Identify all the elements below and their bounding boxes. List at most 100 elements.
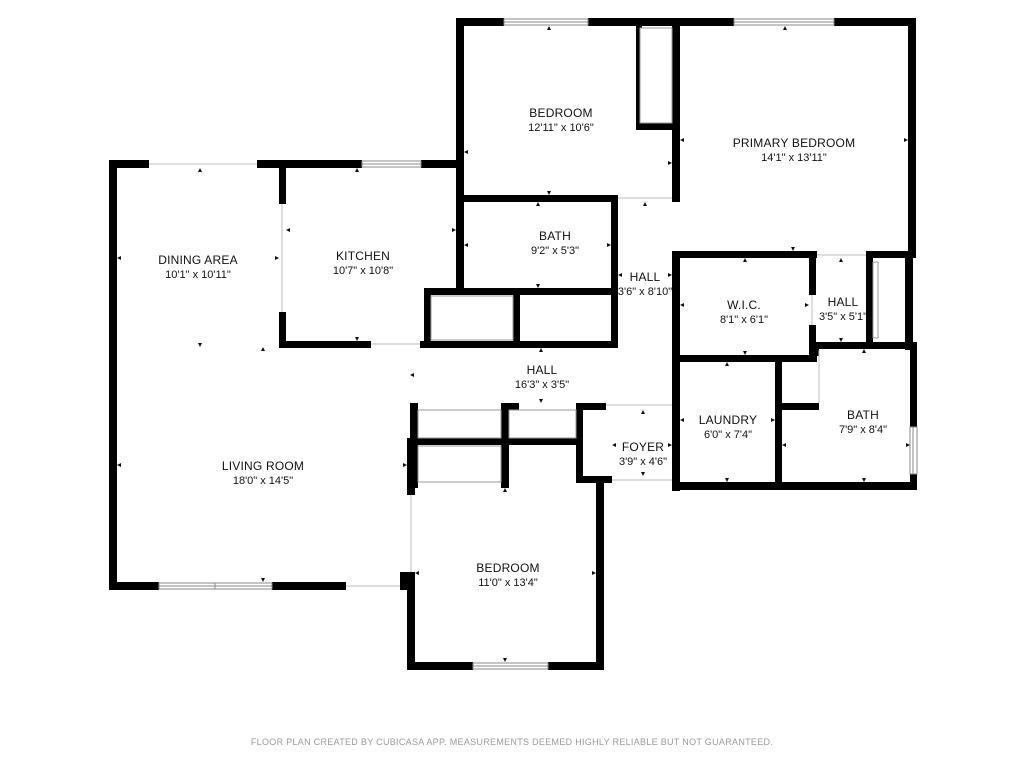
room-name: HALL xyxy=(527,363,558,377)
window-bedroom-bottom xyxy=(472,662,549,670)
marker xyxy=(618,273,622,277)
marker xyxy=(536,284,540,288)
marker xyxy=(904,138,908,142)
marker xyxy=(805,303,809,307)
wall-closet-mid xyxy=(513,288,520,348)
room-dimensions: 14'1" x 13'11" xyxy=(761,152,827,164)
wall-kitchen-left-lower xyxy=(279,312,286,348)
room-hall-small: HALL 3'5" x 5'1" xyxy=(819,295,867,323)
marker xyxy=(783,26,787,30)
marker xyxy=(743,351,747,355)
wall-smallhall-right xyxy=(866,251,873,349)
door-bedroom-top-closet xyxy=(639,27,673,124)
marker xyxy=(906,443,910,447)
marker xyxy=(355,168,359,172)
wall-wic-left xyxy=(672,251,680,491)
wall-bottom-living-2 xyxy=(272,582,346,590)
room-hall-vertical: HALL 3'6" x 8'10" xyxy=(618,270,672,298)
interior-walls xyxy=(279,18,917,495)
marker xyxy=(612,443,616,447)
wall-wic-bottom xyxy=(672,355,817,362)
marker xyxy=(403,463,407,467)
room-dimensions: 7'9" x 8'4" xyxy=(839,424,887,436)
wall-closet2-h1 xyxy=(410,438,580,445)
marker xyxy=(668,443,672,447)
room-dimensions: 16'3" x 3'5" xyxy=(515,379,569,391)
wall-bath-left-step xyxy=(775,403,819,410)
room-name: FOYER xyxy=(622,440,664,454)
marker xyxy=(782,443,786,447)
marker xyxy=(275,256,279,260)
room-kitchen: KITCHEN 10'7" x 10'8" xyxy=(333,249,393,277)
marker xyxy=(536,202,540,206)
wall-closet-right xyxy=(611,195,618,348)
windows xyxy=(158,18,918,670)
room-dimensions: 3'9" x 4'6" xyxy=(619,456,667,468)
wall-bedroom-closet-left xyxy=(636,26,642,130)
door-closet-hall xyxy=(417,445,502,483)
window-bath-right xyxy=(909,426,918,475)
window-primary-top xyxy=(733,18,835,26)
exterior-walls xyxy=(109,18,917,670)
wall-primary-bottom-2 xyxy=(866,251,916,258)
marker xyxy=(641,472,645,476)
door-smallhall-closet xyxy=(872,261,879,339)
room-dining-area: DINING AREA 10'1" x 10'11" xyxy=(158,253,237,281)
marker xyxy=(503,658,507,662)
wall-wic-right-upper xyxy=(809,251,816,295)
marker xyxy=(198,168,202,172)
room-name: BEDROOM xyxy=(529,106,592,120)
marker xyxy=(547,26,551,30)
door-closet-hall-3 xyxy=(508,409,577,439)
door-closet-kitchen xyxy=(430,295,514,341)
marker xyxy=(539,348,543,352)
dimension-markers xyxy=(117,26,910,662)
marker xyxy=(725,362,729,366)
marker xyxy=(410,373,414,377)
wall-bottom-living-1 xyxy=(109,582,159,590)
marker xyxy=(839,338,843,342)
marker xyxy=(641,410,645,414)
wall-right-mid xyxy=(905,254,913,350)
wall-bedroom-closet-bottom xyxy=(636,123,678,130)
marker xyxy=(117,463,121,467)
wall-right-upper xyxy=(908,18,916,258)
marker xyxy=(355,337,359,341)
marker xyxy=(862,349,866,353)
marker xyxy=(547,191,551,195)
room-primary-bedroom: PRIMARY BEDROOM 14'1" x 13'11" xyxy=(733,136,855,164)
room-name: LIVING ROOM xyxy=(222,459,304,473)
window-living-bottom xyxy=(158,582,273,590)
marker xyxy=(668,161,672,165)
wall-kitchen-left-upper xyxy=(279,160,286,204)
room-name: KITCHEN xyxy=(336,249,390,263)
openings xyxy=(149,27,879,587)
wall-primary-bottom-1 xyxy=(672,251,817,258)
footer-disclaimer: FLOOR PLAN CREATED BY CUBICASA APP. MEAS… xyxy=(251,737,773,747)
wall-foyer-top-left xyxy=(576,403,606,410)
room-name: HALL xyxy=(630,270,661,284)
wall-closet-top xyxy=(424,288,618,295)
marker xyxy=(415,571,419,575)
wall-top-north-1 xyxy=(456,18,504,26)
wall-smallhall-bottom xyxy=(809,342,917,349)
wall-bottom-bedroom-left xyxy=(407,572,415,670)
room-wic: W.I.C. 8'1" x 6'1" xyxy=(720,298,768,326)
room-dimensions: 8'1" x 6'1" xyxy=(720,314,768,326)
marker xyxy=(668,273,672,277)
marker xyxy=(592,571,596,575)
room-bedroom-top: BEDROOM 12'11" x 10'6" xyxy=(528,106,594,134)
marker xyxy=(539,399,543,403)
marker xyxy=(261,347,265,351)
wall-closet-left xyxy=(424,288,431,348)
room-dimensions: 3'6" x 8'10" xyxy=(618,286,672,298)
room-labels: BEDROOM 12'11" x 10'6" PRIMARY BEDROOM 1… xyxy=(158,106,887,589)
marker xyxy=(839,258,843,262)
marker xyxy=(680,138,684,142)
wall-top-kitchen xyxy=(257,160,362,168)
room-laundry: LAUNDRY 6'0" x 7'4" xyxy=(699,413,757,441)
wall-closet2-vert-left xyxy=(407,438,415,488)
room-living-room: LIVING ROOM 18'0" x 14'5" xyxy=(222,459,304,487)
room-bath-right: BATH 7'9" x 8'4" xyxy=(839,408,887,436)
wall-top-kitchen-right xyxy=(421,160,464,168)
